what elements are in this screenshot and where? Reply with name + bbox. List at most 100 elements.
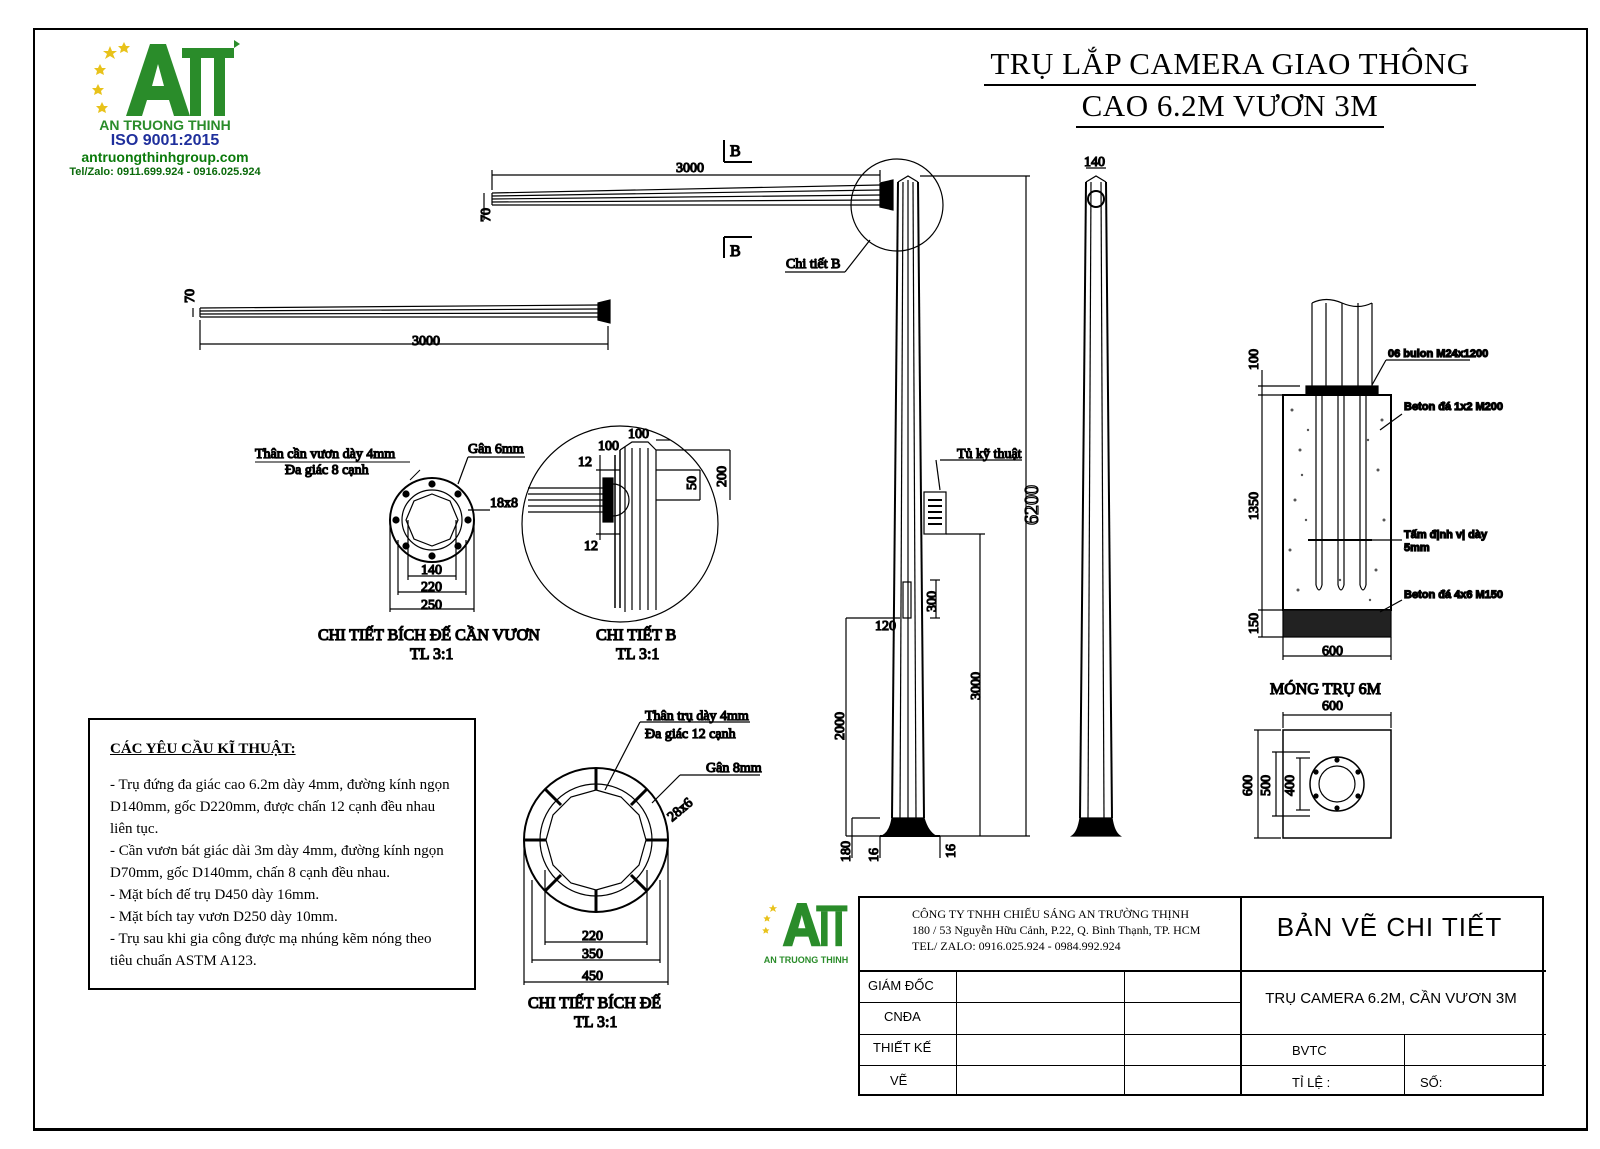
foundation-plan-width: 600 — [1322, 699, 1343, 714]
frame-border-left — [33, 28, 35, 1130]
frame-border-top — [33, 28, 1588, 30]
arm-top-length: 3000 — [676, 161, 704, 176]
foundation-plan — [1254, 712, 1392, 839]
pole-side-top-width: 140 — [1084, 155, 1105, 170]
company-info: CÔNG TY TNHH CHIẾU SÁNG AN TRƯỜNG THỊNH … — [912, 906, 1200, 954]
foundation-bolts: 06 bulon M24x1200 — [1388, 348, 1488, 360]
drawing-title: TRỤ LẮP CAMERA GIAO THÔNG CAO 6.2M VƯƠN … — [960, 44, 1500, 128]
base-flange-rib: Gân 8mm — [706, 761, 762, 776]
foundation-concrete: Beton đá 1x2 M200 — [1404, 401, 1503, 413]
cabinet-label: Tủ kỹ thuật — [957, 447, 1022, 462]
foundation-plan-600: 600 — [1241, 775, 1256, 796]
requirement-item: - Trụ sau khi gia công được mạ nhúng kẽm… — [110, 931, 432, 969]
scale-label: TỈ LỆ : — [1292, 1075, 1331, 1090]
base-flange-slot: 28x6 — [665, 796, 696, 825]
pole-flange-right: 16 — [944, 844, 959, 858]
arm-flange-dim-inner: 140 — [421, 563, 442, 578]
detail-b-callout: Chi tiết B — [786, 257, 840, 272]
logo-phone: Tel/Zalo: 0911.699.924 - 0916.025.924 — [69, 166, 261, 178]
arm-flange-detail — [255, 456, 525, 612]
pole-base-height: 180 — [839, 841, 854, 862]
arm-flange-note-1: Thân cần vươn dày 4mm — [255, 447, 395, 462]
arm-flange-caption: CHI TIẾT BÍCH ĐẾ CẦN VƯƠN — [318, 625, 540, 644]
base-flange-dim-mid: 350 — [582, 947, 603, 962]
title-block-logo-icon — [762, 903, 848, 947]
foundation-section — [1258, 298, 1470, 660]
arm-top-height: 70 — [479, 208, 494, 222]
row-draw: VẼ — [890, 1073, 908, 1088]
foundation-plan-500: 500 — [1259, 775, 1274, 796]
section-b-markers — [723, 140, 752, 258]
base-flange-dim-outer: 450 — [582, 969, 603, 984]
title-block-logo-name: AN TRUONG THINH — [763, 955, 849, 965]
arm-top-view — [483, 170, 894, 220]
base-flange-caption: CHI TIẾT BÍCH ĐẾ — [528, 993, 661, 1012]
requirement-item: - Trụ đứng đa giác cao 6.2m dày 4mm, đườ… — [110, 777, 450, 837]
foundation-lean-concrete: Beton đá 4x6 M150 — [1404, 589, 1503, 601]
pole-flange-left: 16 — [867, 848, 882, 862]
pole-side-view — [1070, 167, 1122, 837]
section-b-bottom: B — [730, 243, 741, 260]
title-line-2: CAO 6.2M VƯƠN 3M — [1075, 86, 1385, 128]
detail-b-scale: TL 3:1 — [616, 646, 659, 663]
company-address: 180 / 53 Nguyễn Hữu Cảnh, P.22, Q. Bình … — [912, 923, 1201, 937]
detail-b-dim-12-top: 12 — [578, 455, 592, 470]
pole-elevation — [845, 175, 1030, 858]
detail-b-caption: CHI TIẾT B — [596, 625, 676, 644]
pole-door-width: 120 — [875, 619, 896, 634]
arm-flange-scale: TL 3:1 — [410, 646, 453, 663]
base-flange-dim-inner: 220 — [582, 929, 603, 944]
base-flange-detail — [523, 721, 760, 985]
frame-border-right — [1586, 28, 1588, 1130]
detail-b-dim-12-bottom: 12 — [584, 539, 598, 554]
foundation-dim-1350: 1350 — [1247, 492, 1262, 520]
logo-mark-icon — [92, 40, 240, 116]
arm-flange-dim-mid: 220 — [421, 580, 442, 595]
drawing-type: BẢN VẼ CHI TIẾT — [1276, 912, 1503, 942]
requirements-heading: CÁC YÊU CẦU KĨ THUẬT: — [110, 741, 296, 757]
technical-requirements: CÁC YÊU CẦU KĨ THUẬT: - Trụ đứng đa giác… — [88, 718, 476, 990]
row-cnda: CNĐA — [884, 1009, 921, 1024]
pole-cabinet-height: 3000 — [969, 672, 984, 700]
drawing-name: TRỤ CAMERA 6.2M, CẦN VƯƠN 3M — [1265, 990, 1517, 1007]
detail-b-dim-100-top: 100 — [628, 427, 649, 442]
foundation-dim-width: 600 — [1322, 644, 1343, 659]
title-block — [858, 896, 1546, 1096]
title-block-logo: AN TRUONG THINH — [756, 898, 856, 966]
arm-flange-slot: 18x8 — [490, 496, 518, 511]
arm-flange-dim-outer: 250 — [421, 598, 442, 613]
arm-side-length: 3000 — [412, 334, 440, 349]
section-b-top: B — [730, 143, 741, 160]
company-phone: TEL/ ZALO: 0916.025.924 - 0984.992.924 — [912, 939, 1121, 953]
arm-side-height: 70 — [183, 289, 198, 303]
foundation-plate-2: 5mm — [1404, 542, 1430, 554]
requirement-item: - Mặt bích tay vươn D250 dày 10mm. — [110, 909, 338, 925]
pole-total-height: 6200 — [1021, 485, 1043, 525]
foundation-plate-1: Tấm định vị dày — [1404, 529, 1488, 541]
requirement-item: - Cần vươn bát giác dài 3m dày 4mm, đườn… — [110, 843, 444, 881]
company-logo: AN TRUONG THINH ISO 9001:2015 antruongth… — [50, 40, 280, 190]
logo-website: antruongthinhgroup.com — [81, 149, 249, 165]
foundation-plan-400: 400 — [1283, 775, 1298, 796]
foundation-caption: MÓNG TRỤ 6M — [1270, 679, 1381, 698]
pole-door-bottom: 2000 — [833, 712, 848, 740]
detail-b-dim-200: 200 — [715, 466, 730, 487]
logo-brand-name: AN TRUONG THINH — [99, 117, 231, 133]
requirement-item: - Mặt bích đế trụ D450 dày 16mm. — [110, 887, 320, 903]
title-line-1: TRỤ LẮP CAMERA GIAO THÔNG — [984, 44, 1476, 86]
base-flange-scale: TL 3:1 — [574, 1014, 617, 1031]
detail-b-dim-100-left: 100 — [598, 439, 619, 454]
logo-iso: ISO 9001:2015 — [110, 132, 220, 149]
row-design: THIẾT KẾ — [873, 1040, 932, 1055]
drawing-code: BVTC — [1292, 1043, 1327, 1058]
arm-flange-rib: Gân 6mm — [468, 442, 524, 457]
base-flange-note-2: Đa giác 12 cạnh — [645, 727, 736, 742]
row-director: GIÁM ĐỐC — [868, 978, 934, 993]
detail-b-dim-50: 50 — [685, 476, 700, 490]
foundation-dim-100: 100 — [1247, 349, 1262, 370]
arm-flange-note-2: Đa giác 8 cạnh — [285, 463, 369, 478]
pole-door-height: 300 — [925, 591, 940, 612]
foundation-dim-150: 150 — [1247, 613, 1262, 634]
